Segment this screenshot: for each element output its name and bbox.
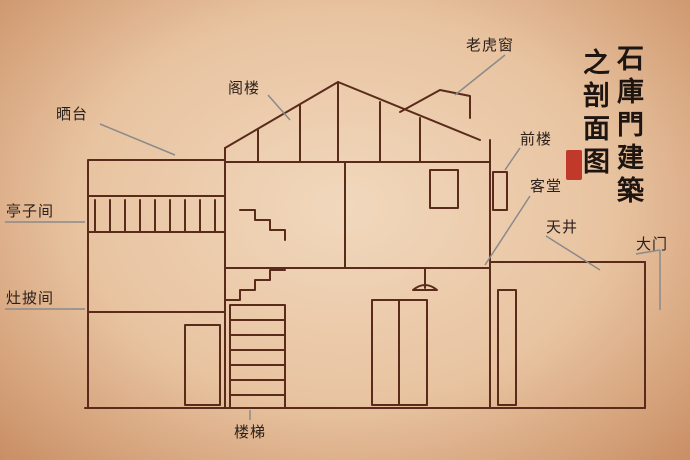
title-column-1: 石庫門建築	[612, 44, 643, 209]
leader-attic	[267, 94, 291, 121]
title-column-2: 之剖面图	[578, 48, 609, 180]
leader-courtyard	[545, 235, 601, 271]
label-kitchen: 灶披间	[6, 289, 55, 307]
label-front-building: 前楼	[520, 130, 553, 148]
leader-gate-1	[635, 249, 661, 255]
label-staircase: 楼梯	[234, 423, 267, 441]
label-balcony: 晒台	[56, 105, 89, 123]
leader-parlor	[484, 195, 531, 266]
label-main-gate: 大门	[636, 235, 669, 253]
leader-front-building	[504, 147, 521, 171]
label-tiger-window: 老虎窗	[466, 36, 515, 54]
label-pavilion-room: 亭子间	[6, 202, 55, 220]
label-attic: 阁楼	[228, 79, 261, 97]
label-parlor: 客堂	[530, 177, 563, 195]
leader-tiger-window	[454, 54, 506, 96]
label-courtyard: 天井	[546, 218, 579, 236]
seal-stamp	[566, 150, 582, 180]
leader-balcony	[99, 123, 176, 156]
